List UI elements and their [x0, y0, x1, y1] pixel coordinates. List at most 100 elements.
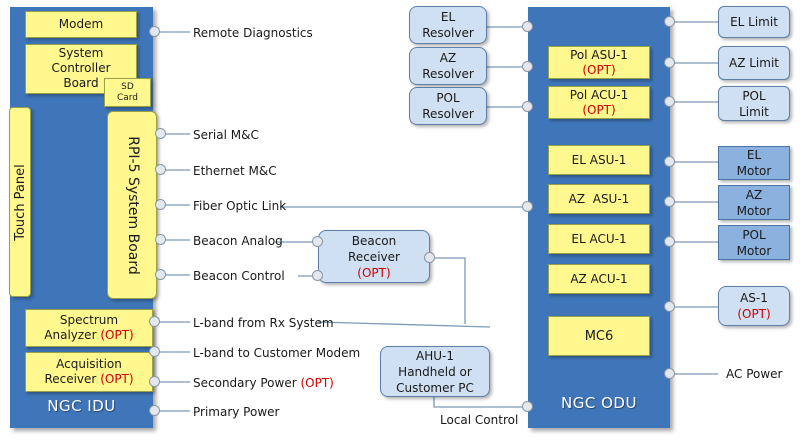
- pol-acu-text: Pol ACU-1 (OPT): [570, 88, 628, 118]
- port-label-beacon-analog: Beacon Analog: [193, 234, 283, 248]
- port-label-ethernet-mc: Ethernet M&C: [193, 164, 277, 178]
- acquisition-receiver-box[interactable]: Acquisition Receiver (OPT): [25, 352, 153, 392]
- pol-asu-label: Pol ASU-1: [570, 47, 628, 62]
- port-dot-ethernet-mc[interactable]: [155, 164, 166, 175]
- odu-dot-el-limit[interactable]: [664, 16, 675, 27]
- pol-limit-box[interactable]: POL Limit: [718, 86, 790, 121]
- rpi-label: RPI-5 System Board: [124, 135, 141, 275]
- port-dot-beacon-control[interactable]: [155, 269, 166, 280]
- beacon-receiver-opt: (OPT): [357, 265, 391, 280]
- port-dot-remote-diagnostics[interactable]: [149, 26, 160, 37]
- touch-panel-box[interactable]: Touch Panel: [9, 107, 31, 297]
- odu-dot-el-motor[interactable]: [664, 156, 675, 167]
- spectrum-analyzer-opt: (OPT): [100, 328, 134, 342]
- modem-box[interactable]: Modem: [25, 11, 137, 38]
- sd-card-box[interactable]: SD Card: [104, 78, 151, 107]
- odu-title: NGC ODU: [561, 394, 637, 412]
- beacon-receiver-out-dot[interactable]: [424, 252, 435, 263]
- odu-dot-pol-limit[interactable]: [664, 96, 675, 107]
- port-label-fiber-optic: Fiber Optic Link: [193, 199, 287, 213]
- az-acu-box[interactable]: AZ ACU-1: [548, 264, 650, 294]
- odu-dot-ac-power[interactable]: [664, 368, 675, 379]
- el-motor-box[interactable]: EL Motor: [718, 146, 790, 180]
- port-label-beacon-control: Beacon Control: [193, 269, 285, 283]
- pol-resolver-box[interactable]: POL Resolver: [409, 87, 487, 125]
- port-label-serial-mc: Serial M&C: [193, 128, 259, 142]
- mc6-label: MC6: [584, 328, 614, 344]
- port-dot-lband-modem[interactable]: [149, 346, 160, 357]
- port-label-lband-rx: L-band from Rx System: [193, 316, 334, 330]
- el-motor-label: EL Motor: [736, 148, 772, 178]
- acquisition-receiver-label: Acquisition Receiver: [44, 357, 122, 386]
- spectrum-analyzer-box[interactable]: Spectrum Analyzer (OPT): [25, 309, 153, 347]
- port-label-primary-power: Primary Power: [193, 405, 280, 419]
- el-acu-box[interactable]: EL ACU-1: [548, 224, 650, 254]
- az-resolver-label: AZ Resolver: [422, 51, 474, 81]
- az-resolver-box[interactable]: AZ Resolver: [409, 47, 487, 85]
- odu-dot-az-resolver[interactable]: [522, 61, 533, 72]
- el-limit-label: EL Limit: [730, 15, 778, 29]
- sd-card-label: SD Card: [116, 81, 139, 103]
- as1-label: AS-1: [740, 291, 768, 305]
- beacon-receiver-in-dot-1[interactable]: [312, 236, 323, 247]
- port-label-secondary-power-row: Secondary Power (OPT): [193, 376, 334, 390]
- el-asu-box[interactable]: EL ASU-1: [548, 145, 650, 175]
- odu-dot-pol-motor[interactable]: [664, 236, 675, 247]
- el-resolver-box[interactable]: EL Resolver: [409, 6, 487, 44]
- az-asu-box[interactable]: AZ ASU-1: [548, 184, 650, 214]
- local-control-label: Local Control: [440, 413, 519, 427]
- az-limit-label: AZ Limit: [729, 56, 779, 70]
- pol-motor-label: POL Motor: [736, 227, 772, 258]
- port-dot-fiber-optic[interactable]: [155, 199, 166, 210]
- odu-dot-as1[interactable]: [664, 301, 675, 312]
- odu-dot-pol-resolver[interactable]: [522, 101, 533, 112]
- port-dot-beacon-analog[interactable]: [155, 234, 166, 245]
- touch-panel-label: Touch Panel: [12, 163, 28, 241]
- ac-power-label: AC Power: [726, 367, 783, 381]
- pol-acu-label: Pol ACU-1: [569, 87, 629, 102]
- pol-asu-box[interactable]: Pol ASU-1 (OPT): [548, 46, 650, 79]
- port-label-secondary-power: Secondary Power: [193, 376, 297, 390]
- mc6-box[interactable]: MC6: [548, 316, 650, 356]
- az-limit-box[interactable]: AZ Limit: [718, 46, 790, 80]
- beacon-receiver-in-dot-2[interactable]: [312, 270, 323, 281]
- acquisition-receiver-opt: (OPT): [100, 372, 134, 386]
- beacon-receiver-text: Beacon Receiver (OPT): [348, 233, 400, 281]
- system-controller-label: System Controller Board: [51, 45, 111, 90]
- odu-dot-az-limit[interactable]: [664, 57, 675, 68]
- pol-acu-opt: (OPT): [582, 102, 616, 117]
- ahu-label: AHU-1 Handheld or Customer PC: [396, 348, 474, 395]
- idu-title: NGC IDU: [47, 397, 116, 415]
- port-dot-lband-rx[interactable]: [149, 316, 160, 327]
- az-motor-label: AZ Motor: [736, 187, 772, 218]
- az-asu-label: AZ ASU-1: [568, 191, 630, 206]
- pol-resolver-label: POL Resolver: [422, 91, 474, 121]
- el-resolver-label: EL Resolver: [422, 10, 474, 40]
- el-limit-box[interactable]: EL Limit: [718, 6, 790, 38]
- port-dot-secondary-power[interactable]: [149, 376, 160, 387]
- pol-limit-label: POL Limit: [739, 88, 769, 119]
- az-acu-label: AZ ACU-1: [570, 271, 628, 286]
- port-label-lband-modem: L-band to Customer Modem: [193, 346, 361, 360]
- beacon-receiver-box[interactable]: Beacon Receiver (OPT): [318, 230, 430, 283]
- odu-dot-fiber[interactable]: [522, 201, 533, 212]
- port-dot-serial-mc[interactable]: [155, 128, 166, 139]
- odu-dot-az-motor[interactable]: [664, 196, 675, 207]
- pol-asu-text: Pol ASU-1 (OPT): [570, 48, 628, 78]
- az-motor-box[interactable]: AZ Motor: [718, 185, 790, 220]
- rpi-system-board[interactable]: RPI-5 System Board: [107, 111, 157, 299]
- ahu-box[interactable]: AHU-1 Handheld or Customer PC: [380, 346, 490, 397]
- el-acu-label: EL ACU-1: [571, 231, 627, 246]
- pol-asu-opt: (OPT): [582, 62, 616, 77]
- as1-box[interactable]: AS-1 (OPT): [718, 286, 790, 326]
- pol-acu-box[interactable]: Pol ACU-1 (OPT): [548, 86, 650, 119]
- port-label-remote-diagnostics: Remote Diagnostics: [193, 26, 313, 40]
- odu-dot-el-resolver[interactable]: [522, 21, 533, 32]
- as1-opt: (OPT): [737, 307, 771, 321]
- secondary-power-opt: (OPT): [300, 376, 334, 390]
- acquisition-receiver-text: Acquisition Receiver (OPT): [44, 357, 133, 387]
- port-dot-primary-power[interactable]: [149, 405, 160, 416]
- pol-motor-box[interactable]: POL Motor: [718, 225, 790, 260]
- odu-dot-local-control[interactable]: [522, 401, 533, 412]
- beacon-receiver-label: Beacon Receiver: [348, 233, 400, 264]
